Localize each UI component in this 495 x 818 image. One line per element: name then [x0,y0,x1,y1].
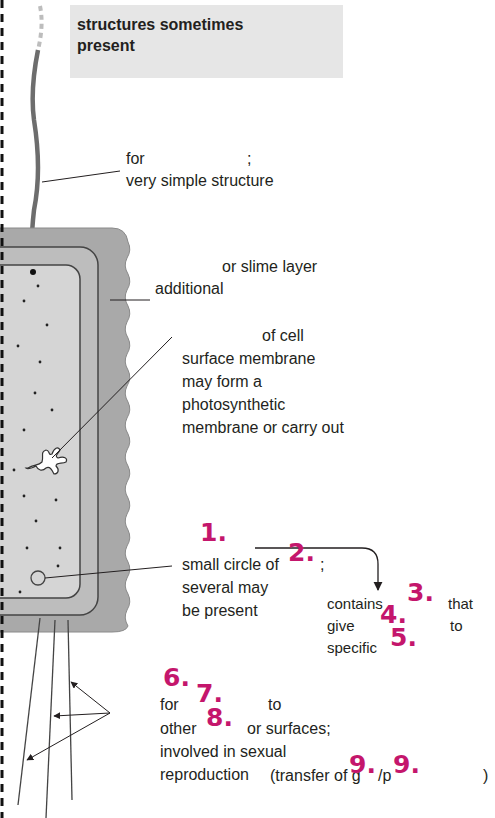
label-text: that [448,593,473,615]
callout-number: 9. [393,752,420,778]
leader-line [45,566,172,578]
ribosome [23,429,26,432]
cut-line [1,0,4,818]
ribosomes [13,285,62,594]
label-text: ; [320,553,324,576]
label-text: /p [378,764,391,787]
leader-arrow [27,713,110,760]
label-text: ) [483,764,488,787]
label-text: or surfaces; [247,717,331,740]
label-text: other [160,717,196,740]
ribosome [26,547,29,550]
ribosome [23,300,26,303]
label-text: of cell surface membrane may form a phot… [182,324,347,439]
cell-membrane [0,265,80,598]
label-text: for [160,693,179,716]
leader-arrow [71,682,110,713]
pilus [18,618,40,805]
label-text: to [268,693,281,716]
cell-wall [0,247,98,615]
leader-line [110,300,150,301]
leader-arrow [54,713,110,716]
pilus [68,620,72,800]
label-text: very simple structure [126,169,274,192]
label-text: several may be present [182,576,290,622]
ribosome [57,565,60,568]
ribosome [19,591,22,594]
ribosome [35,520,38,523]
label-text: contains [327,593,383,615]
ribosome [59,547,62,550]
callout-number: 6. [163,665,190,691]
callout-number: 3. [407,580,434,606]
label-text: for [126,147,145,170]
plasmid [31,571,45,585]
callout-number: 9. [349,752,376,778]
ribosome [51,409,54,412]
heading-text: structures sometimes present [77,14,267,56]
callout-number: 7. [196,681,223,707]
ribosome [46,324,49,327]
pilus [46,620,55,818]
ribosome [13,469,16,472]
label-text: (transfer of g [270,764,361,787]
ribosome [37,285,40,288]
label-text: or slime layer [222,255,317,278]
ribosome [17,345,20,348]
leader-line [52,337,172,458]
callout-number: 8. [206,705,233,731]
callout-number: 1. [200,520,227,546]
mesosome [26,448,67,474]
callout-number: 5. [390,625,417,651]
flagellum-base [30,269,36,275]
ribosome [34,392,37,395]
callout-number: 2. [288,540,315,566]
label-text: specific [327,637,377,659]
label-text: to [450,615,463,637]
label-text: additional [155,277,224,300]
ribosome [39,361,42,364]
heading-box: structures sometimes present [70,5,343,78]
label-text: give [327,615,355,637]
ribosome [55,499,58,502]
leader-line [42,171,120,182]
ribosome [23,495,26,498]
label-text: ; [247,147,251,170]
flagellum-tip [38,6,42,50]
label-text: small circle of [182,553,279,576]
